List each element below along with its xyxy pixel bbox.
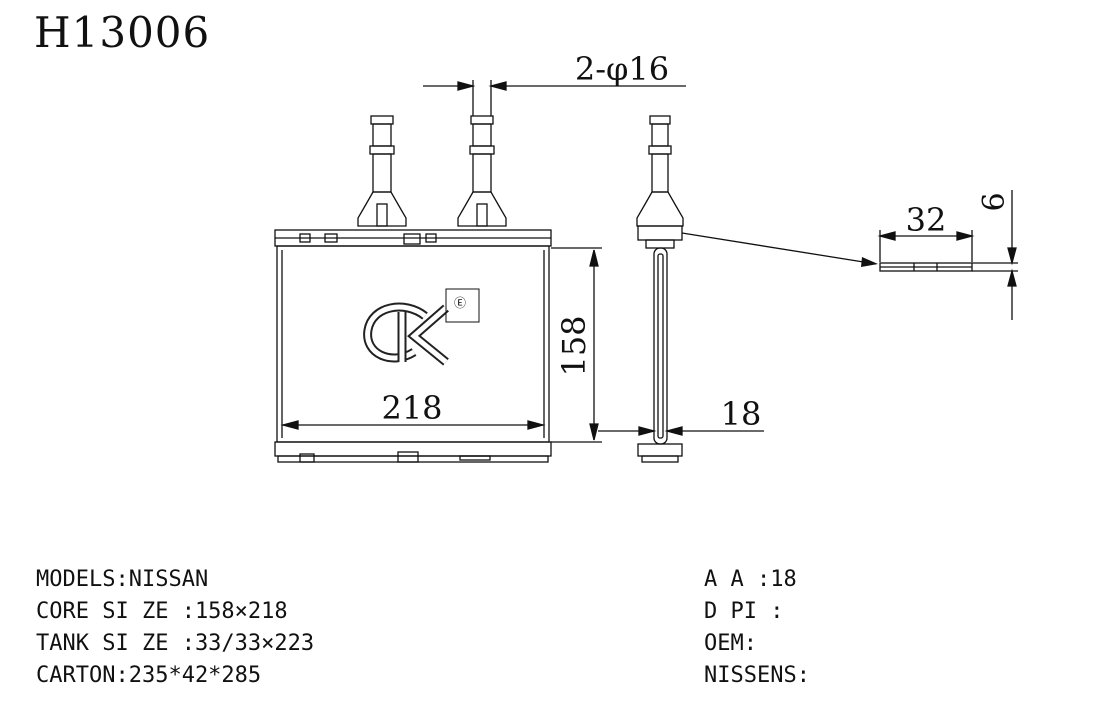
tank-section-detail [877,190,1018,320]
spec-carton: CARTON:235*42*285 [36,663,262,688]
detail-leader-line [681,232,877,265]
height-dimension-label: 158 [555,315,593,376]
tank-height-label: 6 [977,192,1012,211]
inlet-pipe [357,115,407,227]
pipe-diameter-dimension [423,80,686,116]
manufacturer-logo [363,288,480,366]
spec-oem: OEM: [704,631,757,656]
outlet-pipe [457,115,507,227]
front-view: Ⓔ 218 158 2-φ16 [274,50,686,463]
spec-aa: A A :18 [704,567,797,592]
thickness-dimension-label: 18 [721,395,762,433]
spec-core-size: CORE SI ZE :158×218 [36,599,288,624]
part-number-title: H13006 [34,8,211,57]
spec-models: MODELS:NISSAN [36,567,209,592]
specs-right: A A :18 D PI : OEM: NISSENS: [704,564,810,692]
top-tank [274,229,552,247]
tank-width-label: 32 [906,201,947,239]
height-dimension [551,247,602,443]
bottom-tank [274,441,552,463]
specs-left: MODELS:NISSAN CORE SI ZE :158×218 TANK S… [36,564,314,692]
spec-nissens: NISSENS: [704,663,810,688]
heater-core-technical-drawing: Ⓔ 218 158 2-φ16 [274,50,1018,463]
pipe-diameter-label: 2-φ16 [575,50,669,88]
registered-badge: Ⓔ [454,296,466,310]
spec-tank-size: TANK SI ZE :33/33×223 [36,631,315,656]
width-dimension-label: 218 [381,389,442,427]
width-dimension [280,420,546,430]
spec-dpi: D PI : [704,599,784,624]
